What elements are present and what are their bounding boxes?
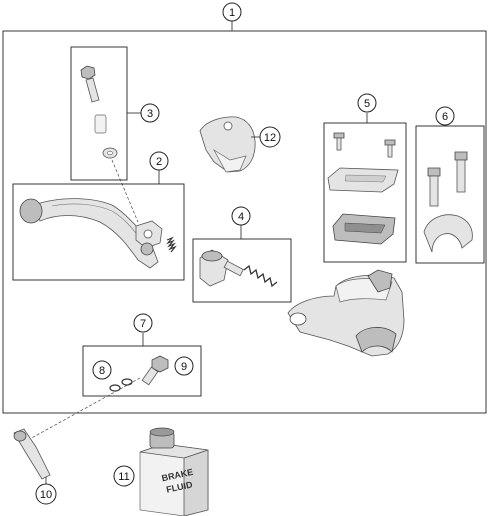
part-10-brake-hose: [13, 377, 141, 486]
callout-9-label: 9: [181, 361, 187, 373]
lever-blade: [33, 198, 159, 269]
group-2-brake-lever: [12, 170, 185, 281]
hose-fitting: [13, 428, 51, 480]
callout-2-label: 2: [156, 156, 162, 168]
part-11-brake-fluid-bottle: BRAKE FLUID: [139, 427, 209, 516]
callout-12: 12: [259, 126, 281, 148]
hose-banjo-eye: [13, 430, 27, 442]
washer-hole: [107, 150, 113, 156]
bottle-cap-top: [149, 427, 175, 437]
nut-part: [80, 65, 96, 80]
handlebar-clamp: [423, 214, 473, 253]
screw-axis-line: [111, 159, 139, 223]
group-4-frame: [192, 238, 292, 303]
sleeve-part: [85, 77, 100, 103]
hose-axis-line: [27, 377, 141, 441]
master-cylinder-body: [287, 269, 405, 357]
cap-screw-left: [333, 132, 345, 139]
callout-1-label: 1: [229, 7, 235, 19]
lever-spring: [166, 236, 177, 253]
callout-4-label: 4: [238, 211, 244, 223]
callout-3-label: 3: [147, 108, 153, 120]
callout-7-label: 7: [140, 318, 146, 330]
cap-screw-right: [384, 139, 396, 146]
seal-ring-2: [121, 378, 133, 386]
diaphragm-inner: [344, 222, 386, 234]
clamp-cover-fold: [213, 148, 247, 173]
callout-11: 11: [113, 465, 135, 487]
piston-rod: [223, 260, 244, 277]
callout-4: 4: [231, 206, 251, 226]
callout-8: 8: [92, 360, 112, 380]
callout-7: 7: [133, 313, 153, 333]
clamp-cover-hole: [223, 121, 233, 131]
clamp-screw-right-shank: [456, 159, 466, 193]
bushing-part: [94, 114, 107, 134]
cap-screw-left-shank: [336, 137, 342, 151]
cap-screw-right-shank: [387, 144, 393, 158]
group-3-frame: [70, 46, 128, 181]
callout-8-label: 8: [99, 365, 105, 377]
clamp-screw-left-head: [427, 167, 441, 177]
group-2-frame: [12, 183, 185, 281]
callout-6-label: 6: [442, 111, 448, 123]
group-6-clamp-screws: [415, 116, 485, 264]
callout-2: 2: [149, 151, 169, 171]
group-5-reservoir-cap: [323, 113, 407, 263]
callout-5-label: 5: [364, 98, 370, 110]
group-3-screw-set: [70, 46, 141, 223]
callout-1: 1: [222, 2, 242, 22]
group-4-piston-kit: [192, 225, 292, 303]
group-7-frame: [82, 345, 202, 397]
cylinder-mount-tab: [367, 269, 393, 293]
lever-ridge: [51, 203, 141, 239]
lever-adjust-knob: [140, 242, 154, 256]
group-5-frame: [323, 122, 407, 263]
callout-9: 9: [174, 356, 194, 376]
callout-5: 5: [357, 93, 377, 113]
group-7-banjo-set: [82, 333, 202, 397]
cylinder-bore: [289, 312, 307, 326]
clamp-screw-left-shank: [429, 175, 439, 207]
part-12-clamp-cover: [199, 116, 260, 173]
callout-12-label: 12: [264, 132, 276, 144]
callout-10-label: 10: [40, 489, 52, 501]
group-6-frame: [415, 125, 485, 264]
seal-ring-1: [109, 384, 121, 392]
lever-ball-tip: [19, 198, 43, 224]
callout-3: 3: [140, 103, 160, 123]
clamp-screw-right-head: [454, 151, 468, 161]
piston-rim: [201, 250, 223, 262]
piston-spring: [243, 264, 278, 288]
assembly-frame: [2, 30, 487, 414]
callout-11-label: 11: [118, 471, 129, 483]
banjo-bolt-shank: [141, 366, 159, 386]
lever-pivot-hole: [143, 229, 153, 239]
callout-6: 6: [435, 106, 455, 126]
lid-label-area: [344, 174, 387, 183]
callout-10: 10: [35, 483, 57, 505]
cylinder-clamp-seat: [355, 327, 397, 353]
